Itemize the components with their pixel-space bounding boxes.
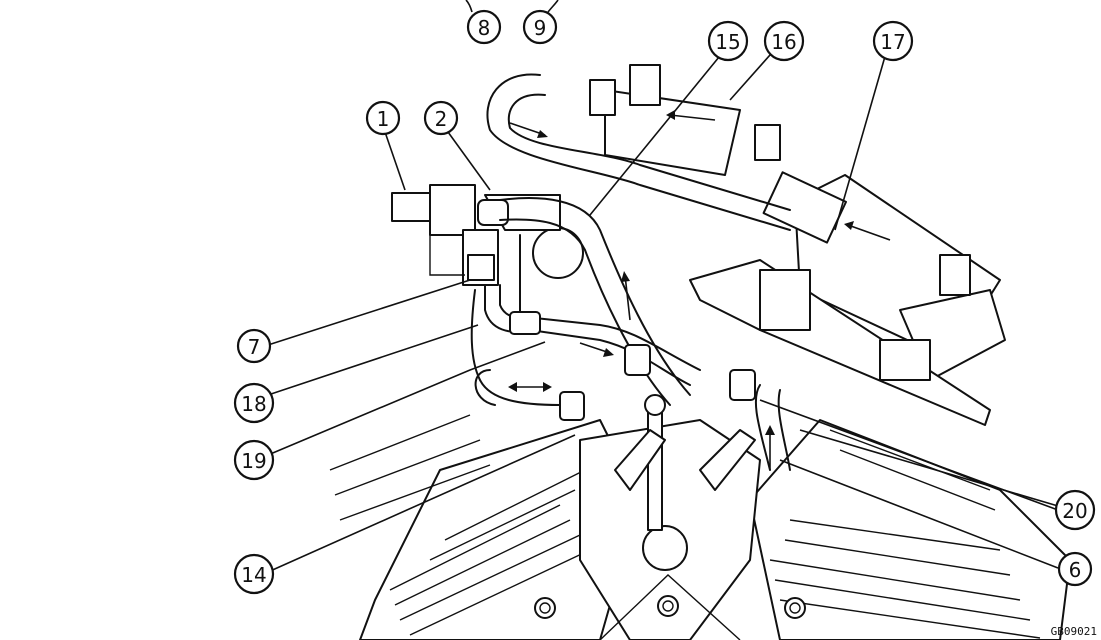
callout-18: 18 [233,382,275,424]
svg-text:1: 1 [377,107,390,131]
callout-6: 6 [1057,551,1093,587]
svg-text:20: 20 [1062,499,1087,523]
rear-cylinder-head [329,414,641,640]
svg-text:17: 17 [880,30,905,54]
front-cylinder-head [749,419,1071,640]
vacuum-hoses [470,73,791,471]
svg-text:15: 15 [715,30,740,54]
callout-14: 14 [233,553,275,595]
callout-2: 2 [423,100,459,136]
svg-text:2: 2 [435,107,448,131]
callout-7: 7 [236,328,272,364]
air-switching-valve [589,64,781,176]
svg-text:9: 9 [534,16,547,40]
callout-16: 16 [763,20,805,62]
svg-text:14: 14 [241,563,266,587]
callout-9: 9 [522,9,558,45]
callout-15: 15 [707,20,749,62]
svg-text:16: 16 [771,30,796,54]
mounting-plate [689,259,991,426]
svg-text:7: 7 [248,335,261,359]
svg-text:6: 6 [1069,558,1082,582]
callout-19: 19 [233,439,275,481]
callout-8: 8 [466,9,502,45]
callout-20: 20 [1054,489,1096,531]
leader-lines [267,0,1059,573]
throttle-body-area [579,394,761,640]
svg-text:8: 8 [478,16,491,40]
callout-1: 1 [365,100,401,136]
svg-text:19: 19 [241,449,266,473]
flow-arrows [508,110,891,470]
callout-17: 17 [872,20,914,62]
svg-text:18: 18 [241,392,266,416]
figure-code: GB09021 [1050,625,1097,638]
